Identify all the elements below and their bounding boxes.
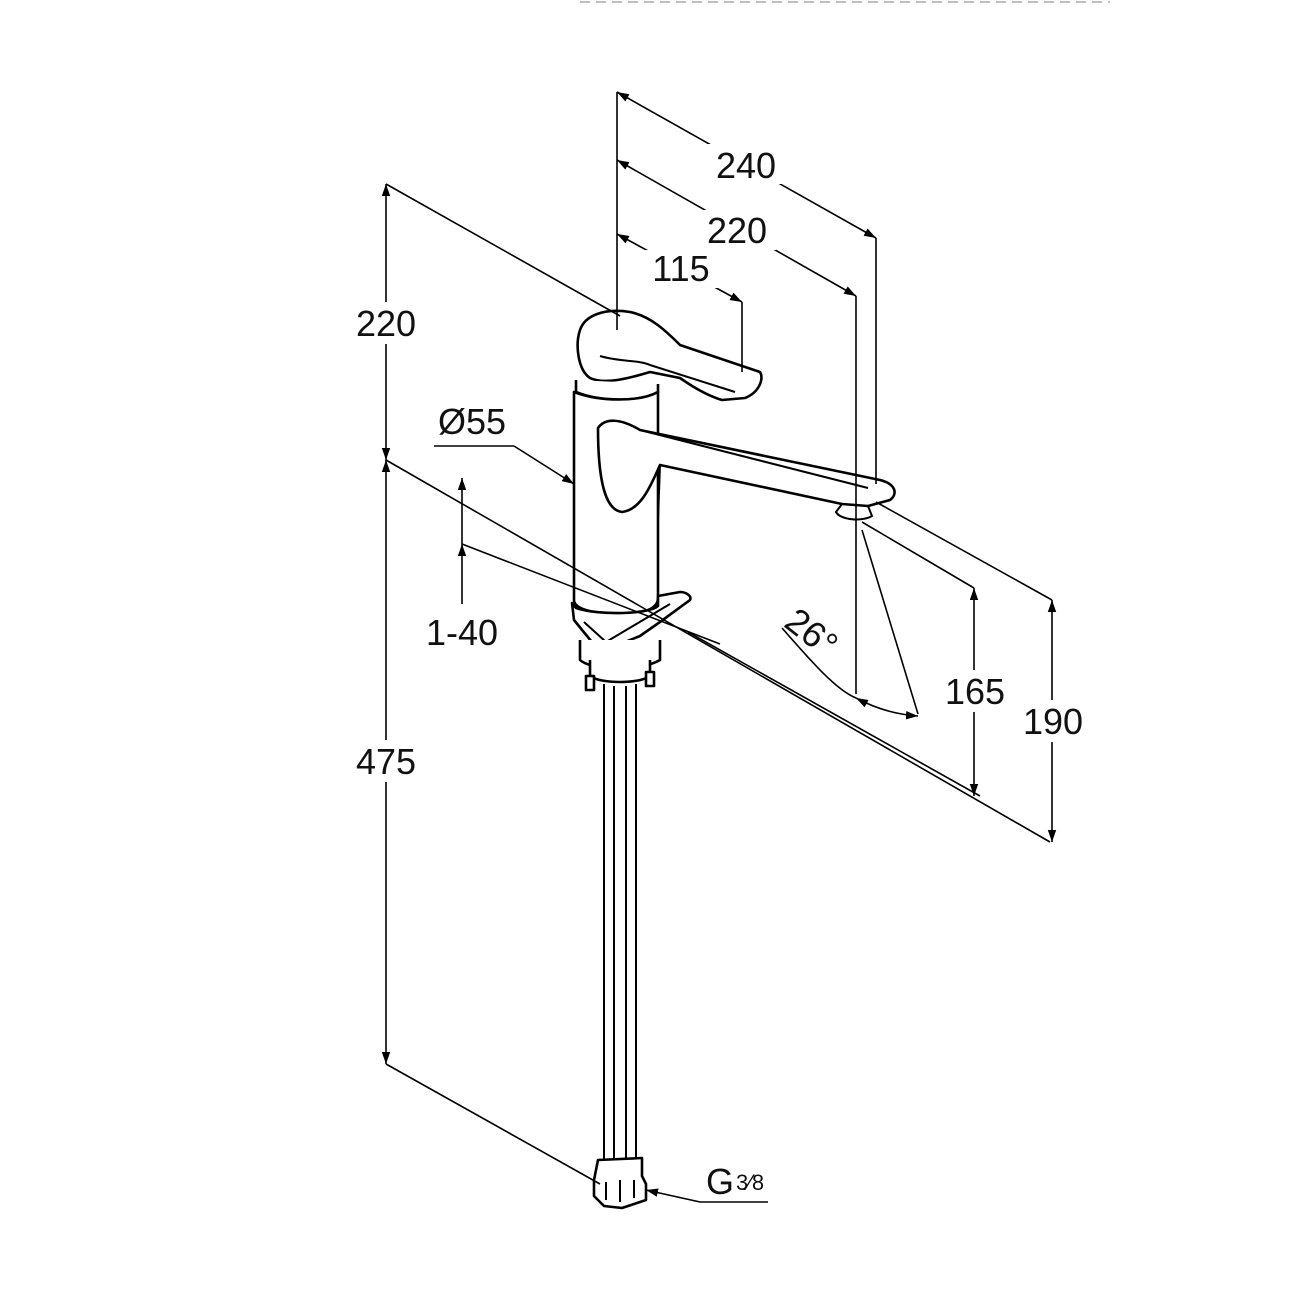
- spout: [596, 419, 896, 514]
- right-dimensions: 165 190 26°: [778, 501, 1092, 842]
- faucet-body: [570, 309, 896, 1210]
- label-165: 165: [945, 671, 1005, 712]
- angle-ray: [861, 529, 919, 715]
- label-220-top: 220: [707, 210, 767, 251]
- label-190: 190: [1023, 701, 1083, 742]
- lever-handle: [576, 309, 763, 402]
- label-deck-thickness: 1-40: [426, 612, 498, 653]
- thread-leader: [645, 1188, 701, 1203]
- label-115: 115: [652, 248, 709, 289]
- bolt-right: [644, 670, 656, 688]
- supply-hoses: [603, 684, 637, 1162]
- label-thread-size: 3⁄8: [736, 1170, 764, 1195]
- label-angle: 26°: [778, 599, 846, 665]
- label-thread-prefix: G: [706, 1161, 734, 1202]
- thread-callout: G 3⁄8: [645, 1161, 768, 1203]
- label-220-left: 220: [356, 303, 416, 344]
- label-475: 475: [356, 741, 416, 782]
- top-dimensions: 240 220 115: [616, 91, 877, 694]
- bolt-left: [584, 674, 596, 692]
- left-dimensions: 220 475 Ø55 1-40: [346, 183, 1051, 1185]
- dim-leader-diameter: [513, 445, 575, 485]
- angle-leader: [781, 627, 857, 699]
- label-240: 240: [716, 145, 776, 186]
- label-diameter: Ø55: [438, 401, 506, 442]
- angle-arc: [855, 697, 919, 720]
